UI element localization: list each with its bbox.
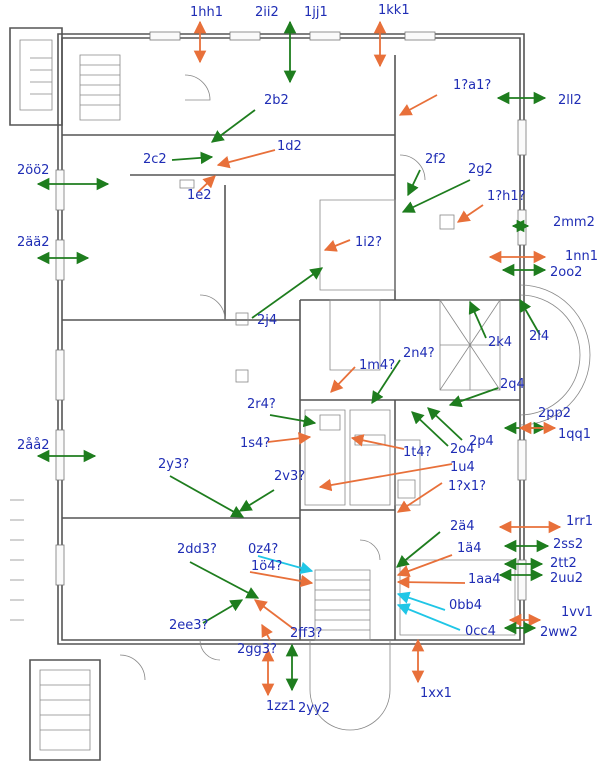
label-2uu2: 2uu2	[550, 571, 583, 586]
label-1jj1: 1jj1	[304, 5, 328, 20]
label-1i2: 1i2?	[355, 235, 382, 250]
orange-arrow-45	[396, 575, 466, 589]
green-arrow-8	[171, 151, 214, 165]
label-2f2: 2f2	[425, 152, 446, 167]
label-1m4: 1m4?	[359, 358, 395, 373]
green-arrow-25	[269, 414, 317, 428]
green-arrow-11	[407, 169, 421, 197]
label-2k4: 2k4	[488, 335, 512, 350]
orange-arrow-36	[396, 482, 443, 513]
label-1t4: 1t4?	[403, 445, 432, 460]
label-2c2: 2c2	[143, 152, 167, 167]
label-2q4: 2q4	[500, 377, 525, 392]
label-2tt2: 2tt2	[550, 556, 577, 571]
label-2n4: 2n4?	[403, 346, 435, 361]
cyan-arrow-50	[396, 603, 461, 631]
label-2p4: 2p4	[469, 434, 494, 449]
green-arrow-29	[411, 411, 449, 447]
label-1vv1: 1vv1	[561, 605, 593, 620]
label-2aa2: 2ää2	[17, 235, 49, 250]
label-1a1: 1?a1?	[453, 78, 491, 93]
label-layer: 1hh1 2ii2 1jj1 1kk1 1?a1? 2ll2 2b2 1d2 2…	[17, 3, 598, 716]
label-1h1: 1?h1?	[487, 189, 526, 204]
label-2y3: 2y3?	[158, 457, 189, 472]
cyan-arrow-41	[257, 555, 314, 575]
green-arrow-34	[169, 475, 245, 518]
arrow-layer	[36, 20, 562, 697]
green-arrow-19	[251, 267, 324, 319]
label-0bb4: 0bb4	[449, 598, 482, 613]
label-1aa4: 1aa4	[468, 572, 500, 587]
label-2gg3: 2gg3?	[237, 642, 277, 657]
orange-arrow-42	[396, 554, 453, 577]
label-1d2: 1d2	[277, 139, 302, 154]
label-0cc4: 0cc4	[465, 624, 496, 639]
orange-arrow-53	[261, 623, 273, 641]
label-1o4b: 1ö4?	[251, 559, 282, 574]
label-1nn1: 1nn1	[565, 249, 598, 264]
orange-arrow-7	[216, 149, 276, 169]
label-1hh1: 1hh1	[190, 5, 223, 20]
label-2l4: 2l4	[529, 329, 549, 344]
label-0z4: 0z4?	[248, 542, 278, 557]
green-arrow-38	[396, 531, 441, 568]
green-arrow-49	[202, 599, 244, 624]
label-2oo2: 2oo2	[550, 265, 582, 280]
label-2r4: 2r4?	[247, 397, 276, 412]
green-arrow-40	[189, 561, 260, 599]
green-arrow-20	[519, 298, 541, 336]
orange-arrow-16	[323, 239, 351, 252]
label-1kk1: 1kk1	[378, 3, 410, 18]
orange-arrow-33	[318, 463, 453, 492]
green-arrow-22	[371, 359, 401, 405]
label-1xx1: 1xx1	[420, 686, 452, 701]
label-1a4b: 1ä4	[457, 541, 482, 556]
label-2ii2: 2ii2	[255, 5, 279, 20]
green-arrow-6	[210, 109, 256, 143]
label-2ss2: 2ss2	[553, 537, 583, 552]
label-2a4: 2ä4	[450, 519, 475, 534]
label-1zz1: 1zz1	[266, 699, 296, 714]
label-1u4: 1u4	[450, 460, 475, 475]
label-1s4: 1s4?	[240, 436, 270, 451]
orange-arrow-13	[456, 204, 484, 223]
cyan-arrow-47	[396, 591, 446, 611]
label-2ww2: 2ww2	[540, 625, 578, 640]
orange-arrow-31	[267, 432, 312, 445]
orange-arrow-44	[249, 571, 314, 588]
label-2ll2: 2ll2	[558, 93, 582, 108]
orange-arrow-4	[398, 94, 438, 116]
label-2aa2b: 2åå2	[17, 438, 49, 453]
green-arrow-21	[468, 300, 487, 339]
label-2oo2-left: 2öö2	[17, 163, 49, 178]
label-1x1: 1?x1?	[448, 479, 486, 494]
label-2ee3: 2ee3?	[169, 618, 208, 633]
plan-walls	[9, 27, 591, 761]
label-2ff3: 2ff3?	[290, 626, 322, 641]
label-2mm2: 2mm2	[553, 215, 595, 230]
green-arrow-24	[448, 387, 499, 408]
label-1e2: 1e2	[187, 188, 212, 203]
label-1rr1: 1rr1	[566, 514, 593, 529]
label-2v3: 2v3?	[274, 469, 305, 484]
label-2o4: 2o4	[450, 442, 475, 457]
label-2j4: 2j4	[257, 313, 277, 328]
green-arrow-35	[238, 489, 275, 512]
label-1qq1: 1qq1	[558, 427, 591, 442]
label-2dd3: 2dd3?	[177, 542, 217, 557]
orange-arrow-10	[197, 175, 216, 193]
label-2g2: 2g2	[468, 162, 493, 177]
label-2yy2: 2yy2	[298, 701, 330, 716]
orange-arrow-32	[350, 434, 405, 450]
green-arrow-12	[401, 179, 471, 213]
orange-arrow-23	[330, 366, 356, 393]
label-2b2: 2b2	[264, 93, 289, 108]
green-arrow-28	[427, 407, 463, 441]
label-2pp2: 2pp2	[538, 406, 571, 421]
orange-arrow-52	[253, 599, 296, 631]
